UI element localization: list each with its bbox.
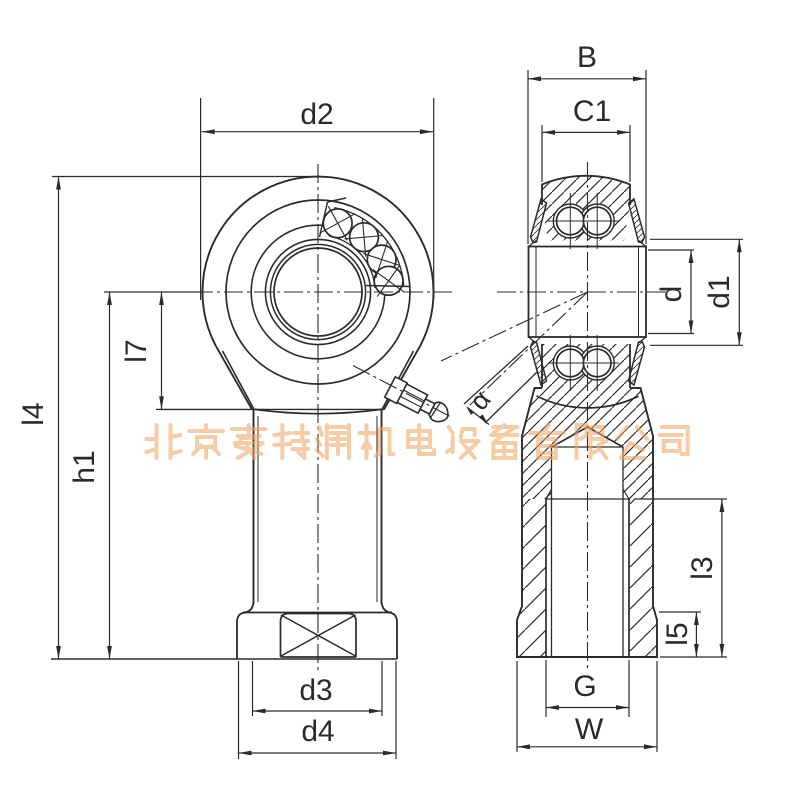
svg-text:d4: d4	[301, 715, 334, 748]
svg-text:C1: C1	[573, 95, 611, 128]
svg-text:h1: h1	[68, 450, 101, 483]
svg-text:d1: d1	[703, 275, 736, 308]
svg-text:l7: l7	[120, 339, 153, 362]
svg-text:G: G	[573, 670, 596, 703]
svg-text:l3: l3	[686, 556, 719, 579]
svg-text:d2: d2	[300, 98, 333, 131]
svg-text:l5: l5	[661, 622, 694, 645]
svg-text:W: W	[575, 713, 604, 746]
svg-text:B: B	[577, 41, 597, 74]
svg-text:d3: d3	[299, 674, 332, 707]
svg-text:d: d	[655, 286, 688, 303]
svg-text:l4: l4	[17, 402, 50, 425]
